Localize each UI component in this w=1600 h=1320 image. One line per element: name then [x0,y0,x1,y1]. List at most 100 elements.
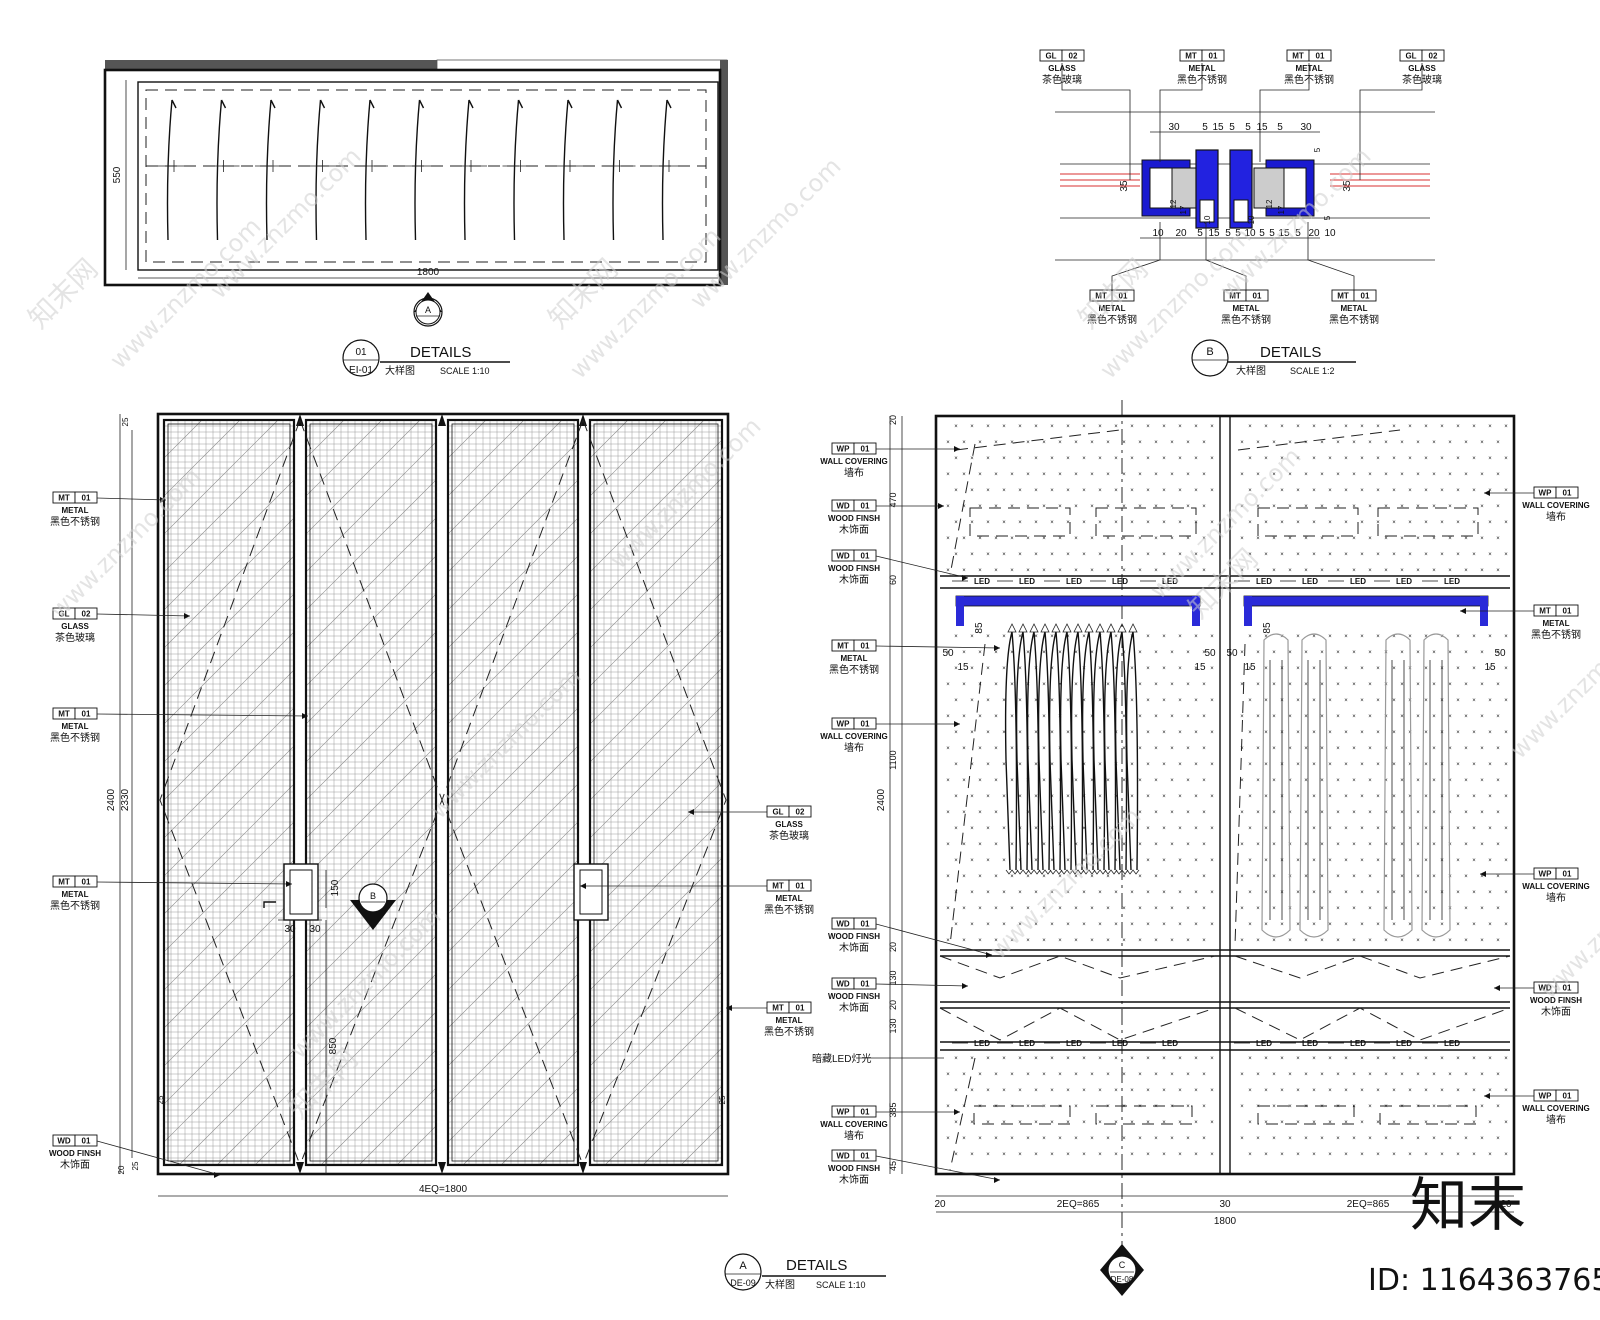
wall-covering-mark: × [1066,858,1070,864]
wall-covering-mark: × [1264,488,1268,494]
led-label: LED [1302,1039,1318,1048]
wall-covering-mark: × [1186,650,1190,656]
detail-a-number: A [739,1260,747,1272]
wall-covering-mark: × [994,746,998,752]
wall-covering-mark: × [1090,1136,1094,1142]
wall-covering-mark: × [1344,520,1348,526]
wall-covering-mark: × [962,714,966,720]
wall-covering-mark: × [1456,666,1460,672]
wall-covering-mark: × [1264,762,1268,768]
wall-covering-mark: × [1448,874,1452,880]
hanger-hook [1084,623,1094,633]
wall-covering-mark: × [1066,890,1070,896]
wall-covering-mark: × [1202,842,1206,848]
led-label: LED [1162,577,1178,586]
tag-c-right-name: METAL [1543,619,1570,628]
wall-covering-mark: × [1146,858,1150,864]
wall-covering-mark: × [1074,1104,1078,1110]
wall-covering-mark: × [1408,858,1412,864]
wall-covering-mark: × [970,424,974,430]
wall-covering-mark: × [1288,778,1292,784]
wall-covering-mark: × [1146,456,1150,462]
wall-covering-mark: × [1154,536,1158,542]
tag-c-right-arrow [1484,490,1490,496]
wall-covering-mark: × [1162,456,1166,462]
glass-hatch-line [164,1011,294,1143]
dim-a-handle-150: 150 [330,879,341,896]
wall-covering-mark: × [1034,698,1038,704]
wall-covering-mark: × [1240,714,1244,720]
wall-covering-mark: × [946,1072,950,1078]
shirt-hem [1093,869,1107,875]
wall-covering-mark: × [1074,938,1078,944]
wall-covering-mark: × [1376,666,1380,672]
tag-c-left-leader [875,555,969,579]
wall-covering-mark: × [1456,794,1460,800]
wall-covering-mark: × [1424,762,1428,768]
wall-covering-mark: × [1392,1120,1396,1126]
tag-c-left-leader [875,645,1001,649]
tag-c-left-num: 01 [861,445,870,454]
dim-b-bottom: 15 [1208,228,1220,239]
wall-covering-mark: × [1162,794,1166,800]
dim-c-total-2400: 2400 [876,788,887,811]
tag-a-right-num-box [788,1001,812,1014]
wall-covering-mark: × [1480,440,1484,446]
wall-covering-mark: × [1122,1104,1126,1110]
wall-covering-mark: × [1256,746,1260,752]
wall-covering-mark: × [1368,746,1372,752]
glass-hatch-line [590,477,722,611]
wall-covering-mark: × [1082,730,1086,736]
wall-covering-mark: × [1272,842,1276,848]
wall-covering-mark: × [1178,922,1182,928]
wall-covering-mark: × [1122,874,1126,880]
glass-hatch-line [590,591,722,725]
wall-covering-mark: × [1392,1056,1396,1062]
dim-c-left: 130 [888,1018,898,1033]
tag-c-left-name: WALL COVERING [820,732,887,741]
wall-covering-mark: × [1288,746,1292,752]
dim-c-left: 45 [888,1161,898,1171]
wall-covering-mark: × [1090,842,1094,848]
wall-covering-mark: × [1066,698,1070,704]
wall-covering-mark: × [1456,826,1460,832]
wall-covering-mark: × [1344,922,1348,928]
tag-a-right-cn: 黑色不锈钢 [764,903,814,916]
wall-covering-mark: × [1098,1152,1102,1158]
door-panel-inner-frame [167,423,291,1162]
tag-c-left-num: 01 [861,502,870,511]
dim-b-bottom: 5 [1235,228,1241,239]
tag-a-left-cn: 茶色玻璃 [55,631,95,644]
wall-covering-mark: × [1456,698,1460,704]
wall-covering-mark: × [1320,938,1324,944]
wall-covering-mark: × [1368,938,1372,944]
wall-covering-mark: × [1472,890,1476,896]
wall-covering-mark: × [1194,698,1198,704]
hanger-hook [1106,623,1116,633]
wall-covering-mark: × [1074,536,1078,542]
dim-b-bottom: 20 [1175,228,1187,239]
wall-covering-mark: × [1456,730,1460,736]
wall-covering-mark: × [1050,794,1054,800]
wall-covering-mark: × [1210,1056,1214,1062]
wall-covering-mark: × [1392,520,1396,526]
led-label: LED [1302,577,1318,586]
wall-covering-mark: × [1304,1072,1308,1078]
wall-covering-mark: × [1194,1088,1198,1094]
led-label: LED [1066,577,1082,586]
wall-covering-mark: × [1280,922,1284,928]
wall-covering-mark: × [946,938,950,944]
wall-covering-mark: × [1264,1088,1268,1094]
wall-covering-mark: × [1448,472,1452,478]
tag-a-right-num: 01 [796,882,805,891]
wall-covering-mark: × [1082,698,1086,704]
wall-covering-mark: × [1344,890,1348,896]
wall-covering-mark: × [978,714,982,720]
tag-c-left-arrow [954,1109,960,1115]
wall-covering-mark: × [1360,762,1364,768]
hanger-shape [265,99,276,241]
wall-covering-mark: × [1288,568,1292,574]
wall-covering-mark: × [1416,1072,1420,1078]
